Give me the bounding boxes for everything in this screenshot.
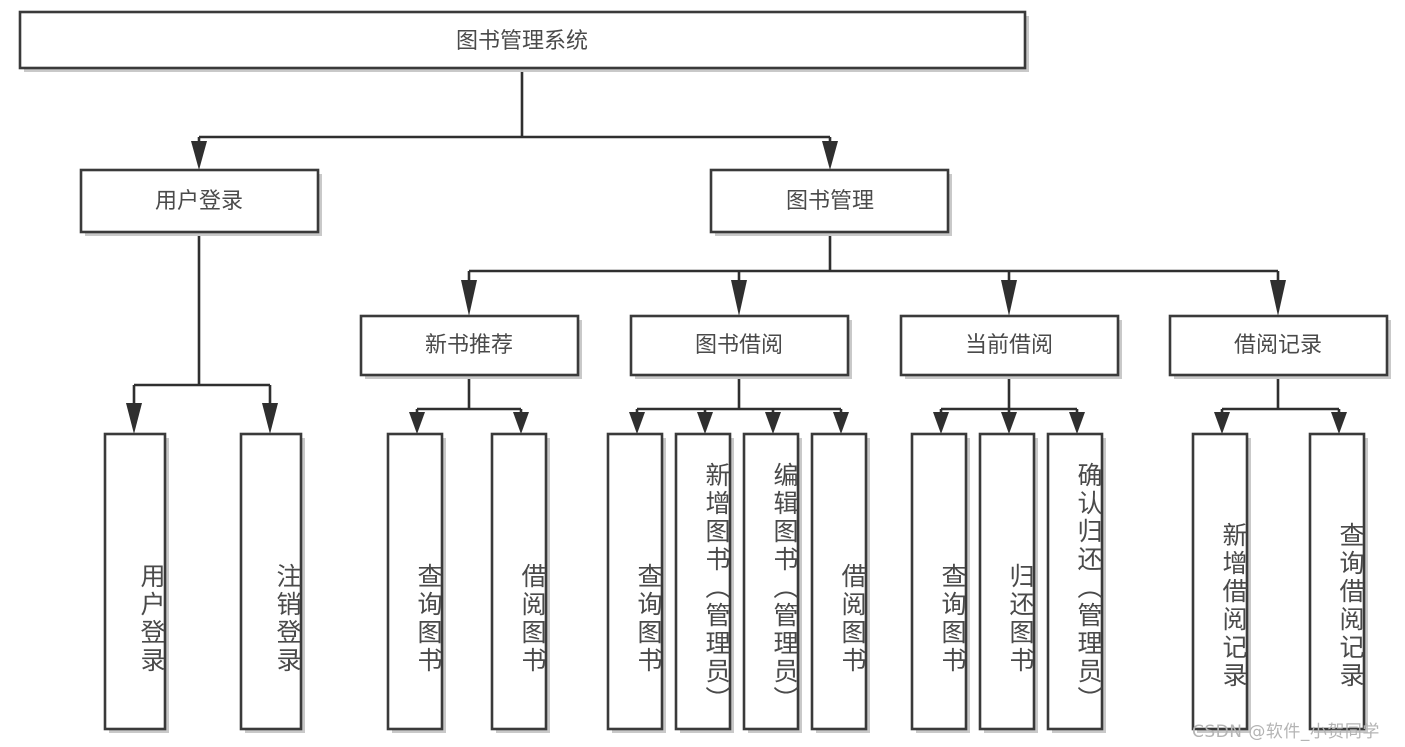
nodes: 图书管理系统 用户登录 图书管理 新书推荐 图书借阅 当前借阅 借阅记录 <box>18 10 1391 733</box>
arrowhead-book-borrow <box>731 280 747 316</box>
arrowhead-leaf-query-record <box>1331 412 1347 434</box>
node-leaf-edit-book[interactable] <box>742 432 800 731</box>
node-new-book-rec[interactable] <box>359 314 580 377</box>
node-book-borrow[interactable] <box>629 314 850 377</box>
arrowhead-leaf-edit-book <box>765 412 781 434</box>
arrowhead-leaf-user-login <box>126 403 142 434</box>
arrowhead-borrow-record <box>1270 280 1286 316</box>
node-new-book-rec-label: 新书推荐 <box>425 333 513 358</box>
node-leaf-add-book[interactable] <box>674 432 732 731</box>
node-user-login[interactable] <box>79 168 320 234</box>
arrowhead-leaf-add-book <box>697 412 713 434</box>
node-leaf-query-book-2[interactable] <box>606 432 664 731</box>
node-book-manage[interactable] <box>709 168 950 234</box>
connectors <box>126 68 1347 434</box>
arrowhead-current-borrow <box>1001 280 1017 316</box>
arrowhead-user-login <box>191 141 207 170</box>
node-leaf-query-record[interactable] <box>1308 432 1366 731</box>
node-current-borrow-label: 当前借阅 <box>965 333 1053 358</box>
node-leaf-add-record[interactable] <box>1191 432 1249 731</box>
arrowhead-leaf-query-book-1 <box>409 412 425 434</box>
arrowhead-book-manage <box>822 141 838 170</box>
node-borrow-record[interactable] <box>1168 314 1389 377</box>
node-leaf-borrow-book-1[interactable] <box>490 432 548 731</box>
arrowhead-leaf-logout <box>262 403 278 434</box>
node-leaf-query-book-3[interactable] <box>910 432 968 731</box>
node-root-label: 图书管理系统 <box>456 29 588 54</box>
node-leaf-confirm-return[interactable] <box>1046 432 1104 731</box>
arrowhead-leaf-return-book <box>1001 412 1017 434</box>
node-book-manage-label: 图书管理 <box>786 189 874 214</box>
node-leaf-return-book[interactable] <box>978 432 1036 731</box>
csdn-watermark: CSDN @软件_小贺同学 <box>1192 722 1380 742</box>
arrowhead-leaf-query-book-3 <box>933 412 949 434</box>
arrowhead-leaf-query-book-2 <box>629 412 645 434</box>
node-leaf-query-book-1[interactable] <box>386 432 444 731</box>
node-user-login-label: 用户登录 <box>155 189 243 214</box>
node-leaf-logout[interactable] <box>239 432 303 731</box>
node-book-borrow-label: 图书借阅 <box>695 333 783 358</box>
arrowhead-leaf-borrow-book-1 <box>513 412 529 434</box>
node-leaf-borrow-book-2[interactable] <box>810 432 868 731</box>
node-leaf-user-login[interactable] <box>103 432 167 731</box>
arrowhead-new-book-rec <box>461 280 477 316</box>
node-borrow-record-label: 借阅记录 <box>1234 333 1322 358</box>
arrowhead-leaf-add-record <box>1214 412 1230 434</box>
node-current-borrow[interactable] <box>899 314 1120 377</box>
node-root[interactable] <box>18 10 1027 70</box>
arrowhead-leaf-borrow-book-2 <box>833 412 849 434</box>
arrowhead-leaf-confirm-return <box>1069 412 1085 434</box>
